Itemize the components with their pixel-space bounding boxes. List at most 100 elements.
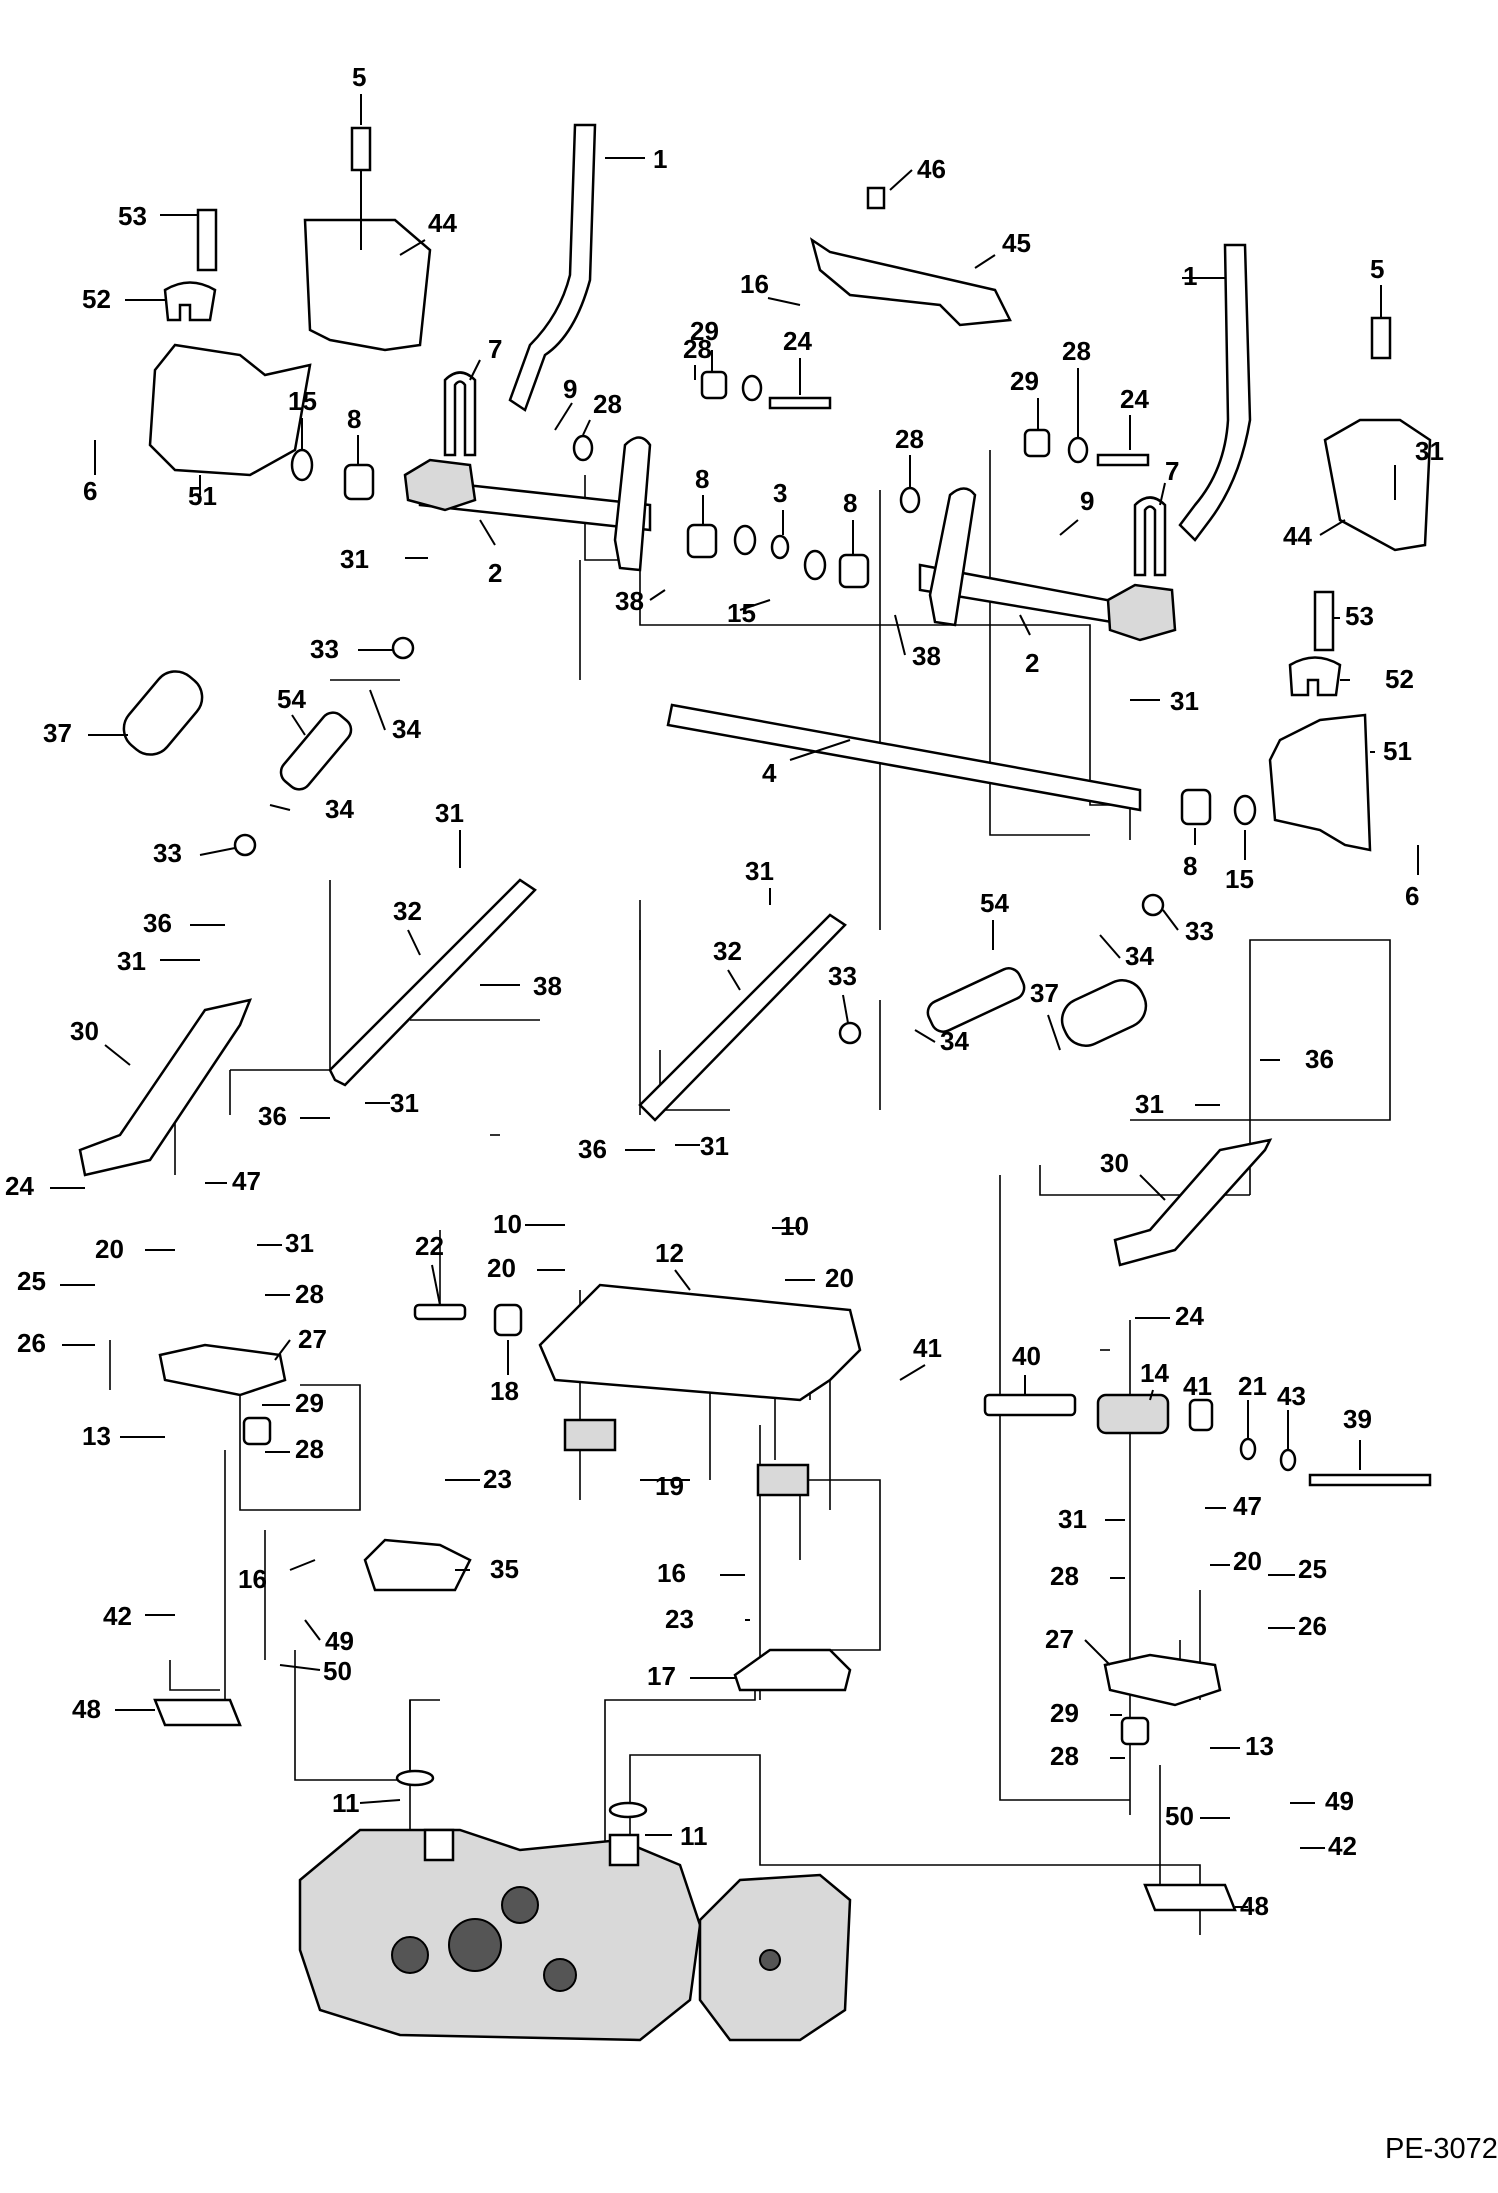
- callout-c54a: 54: [277, 684, 306, 714]
- callout-c44b: 44: [1283, 521, 1312, 551]
- leader-line-c33c: [1162, 909, 1179, 931]
- control-handle-right: [1178, 243, 1252, 542]
- callout-c28b: 28: [295, 1434, 324, 1464]
- callout-c19: 19: [655, 1471, 684, 1501]
- arm-30-right: [1113, 1138, 1273, 1267]
- mount-bracket-51-left: [148, 343, 312, 477]
- callout-c53b: 53: [1345, 601, 1374, 631]
- leader-line-c49a: [304, 1619, 321, 1641]
- callout-c20c: 20: [825, 1263, 854, 1293]
- callout-c31b: 31: [1170, 686, 1199, 716]
- bracket-17: [733, 1648, 852, 1692]
- callout-c1b: 1: [1183, 261, 1197, 291]
- callout-c30b: 30: [1100, 1148, 1129, 1178]
- callout-c31a: 31: [340, 544, 369, 574]
- lever-arm-right: [928, 487, 977, 627]
- callout-c15a: 15: [288, 386, 317, 416]
- washer-11-right: [608, 1801, 648, 1819]
- callout-c31i: 31: [285, 1228, 314, 1258]
- callout-c38a: 38: [615, 586, 644, 616]
- callout-c10a: 10: [493, 1209, 522, 1239]
- callout-c45: 45: [1002, 228, 1031, 258]
- leader-line-c16a: [767, 297, 801, 306]
- callout-c37a: 37: [43, 718, 72, 748]
- callout-c28g: 28: [1050, 1561, 1079, 1591]
- bushing-29d: [1120, 1716, 1150, 1746]
- bushing-18: [493, 1303, 523, 1337]
- bushing-29c: [242, 1416, 272, 1446]
- callout-c28a: 28: [295, 1279, 324, 1309]
- leader-line-c54a: [291, 714, 306, 736]
- callout-c36b: 36: [258, 1101, 287, 1131]
- mount-bracket-44-right: [1323, 418, 1432, 552]
- callout-c25b: 25: [1298, 1554, 1327, 1584]
- bolt-5-right: [1370, 316, 1392, 360]
- callout-c51b: 51: [1383, 736, 1412, 766]
- callout-c30a: 30: [70, 1016, 99, 1046]
- callout-c48b: 48: [1240, 1891, 1269, 1921]
- callout-c8d: 8: [1183, 851, 1197, 881]
- callout-c54b: 54: [980, 888, 1009, 918]
- sleeve-40: [983, 1393, 1077, 1417]
- callout-c27b: 27: [1045, 1624, 1074, 1654]
- callout-c41a: 41: [913, 1333, 942, 1363]
- callout-c52a: 52: [82, 284, 111, 314]
- callout-c35: 35: [490, 1554, 519, 1584]
- callout-c34a: 34: [392, 714, 421, 744]
- bushing-8c: [838, 553, 870, 589]
- bolt-46: [866, 186, 886, 210]
- leader-line-c32b: [727, 969, 741, 991]
- callout-c10b: 10: [780, 1211, 809, 1241]
- callout-c33b: 33: [153, 838, 182, 868]
- u-bolt-7-right: [1133, 496, 1167, 577]
- callout-c33d: 33: [828, 961, 857, 991]
- spring-14: [1096, 1393, 1170, 1435]
- leader-line-c45: [974, 254, 996, 269]
- callout-c49a: 49: [325, 1626, 354, 1656]
- leader-line-c2b: [1019, 614, 1031, 636]
- callout-c36c: 36: [578, 1134, 607, 1164]
- ball-joint-33b: [233, 833, 257, 857]
- link-plate-32-right: [638, 913, 847, 1122]
- bushing-29a: [700, 370, 728, 400]
- callout-c20b: 20: [487, 1253, 516, 1283]
- leader-line-c33d: [842, 994, 849, 1024]
- callout-c24a: 24: [783, 326, 812, 356]
- leader-line-c34c: [1099, 934, 1121, 959]
- callout-c52b: 52: [1385, 664, 1414, 694]
- callout-c15b: 15: [727, 598, 756, 628]
- pivot-link-27-right: [1103, 1653, 1222, 1707]
- callout-c31f: 31: [745, 856, 774, 886]
- callout-c34d: 34: [940, 1026, 969, 1056]
- bracket-45: [809, 237, 1012, 327]
- callout-c51a: 51: [188, 481, 217, 511]
- leader-line-c32a: [407, 929, 421, 956]
- mount-bracket-44-left: [303, 218, 432, 352]
- ball-joint-33d: [838, 1021, 862, 1045]
- callout-c31c: 31: [435, 798, 464, 828]
- lever-arm-left: [613, 436, 652, 572]
- callout-c14: 14: [1140, 1358, 1169, 1388]
- callout-c46: 46: [917, 154, 946, 184]
- leader-line-c41a: [899, 1364, 926, 1381]
- callout-c13b: 13: [1245, 1731, 1274, 1761]
- bolt-53-left: [196, 208, 218, 272]
- callout-c31j: 31: [1058, 1504, 1087, 1534]
- callout-c4: 4: [762, 758, 777, 788]
- control-handle-left: [508, 123, 597, 412]
- callout-c29c: 29: [295, 1388, 324, 1418]
- washer-28b: [1067, 436, 1089, 464]
- callout-c24b: 24: [1120, 384, 1149, 414]
- leader-line-c2a: [479, 519, 496, 546]
- leader-line-c16b: [289, 1559, 316, 1571]
- callout-c31g: 31: [700, 1131, 729, 1161]
- bolt-53-right: [1313, 590, 1335, 652]
- shaft-4: [666, 703, 1142, 812]
- callout-c12: 12: [655, 1238, 684, 1268]
- callout-c6a: 6: [83, 476, 97, 506]
- damper-54-right: [926, 967, 1026, 1033]
- washer-15d: [1233, 794, 1257, 826]
- callout-c31d: 31: [117, 946, 146, 976]
- damper-37-left: [122, 670, 204, 756]
- pivot-link-27-left: [158, 1343, 287, 1397]
